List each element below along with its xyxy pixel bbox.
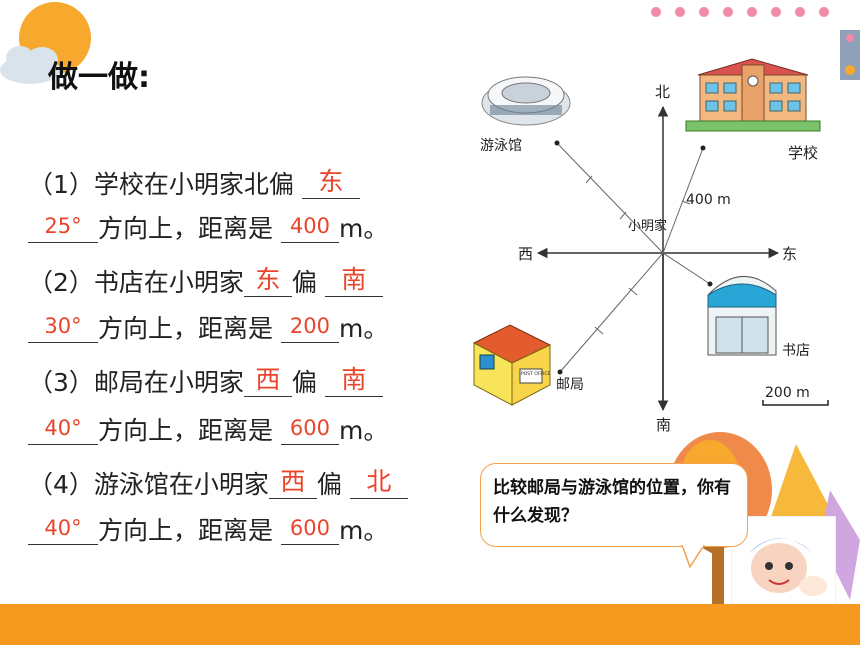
blank-direction-1[interactable]: 西	[243, 366, 292, 397]
pool-line	[556, 142, 664, 254]
blank-distance[interactable]: 600	[280, 414, 339, 445]
post-office-building-icon: POST OFFICE	[472, 324, 552, 406]
question-2-line-1: （2）书店在小明家东偏 南	[28, 266, 383, 300]
blank-direction-2[interactable]: 南	[324, 366, 383, 397]
question-4-line-1: （4）游泳馆在小明家西偏 北	[28, 468, 408, 502]
blank-distance[interactable]: 400	[280, 212, 339, 243]
west-label: 西	[518, 245, 533, 263]
question-1-line-1: （1）学校在小明家北偏 东	[28, 168, 360, 202]
hint-text: 比较邮局与游泳馆的位置，你有什么发现？	[493, 478, 731, 526]
center-label: 小明家	[628, 218, 667, 234]
page-title: 做一做:	[48, 60, 150, 95]
east-label: 东	[782, 245, 797, 263]
school-label: 学校	[788, 144, 818, 162]
question-3-line-1: （3）邮局在小明家西偏 南	[28, 366, 383, 400]
blank-angle[interactable]: 25°	[28, 212, 98, 243]
blank-direction-2[interactable]: 北	[349, 468, 408, 499]
blank-angle[interactable]: 30°	[28, 312, 98, 343]
direction-map: 北 南 东 西 小明家 400 m 学校 游泳馆 书店 邮局 200 m	[472, 58, 829, 434]
child-cartoon-image	[731, 516, 836, 612]
school-building-icon	[685, 58, 821, 132]
post-office-line	[559, 252, 664, 373]
bookstore-label: 书店	[782, 343, 810, 359]
blank-angle[interactable]: 40°	[28, 414, 98, 445]
scale-bar	[762, 400, 829, 406]
hint-speech-bubble: 比较邮局与游泳馆的位置，你有什么发现？	[480, 463, 748, 547]
bubble-tail	[681, 545, 705, 569]
blank-distance[interactable]: 600	[280, 514, 339, 545]
school-line	[662, 147, 704, 254]
school-distance-label: 400 m	[686, 192, 731, 208]
pool-label: 游泳馆	[480, 138, 522, 154]
bookstore-building-icon	[707, 276, 777, 356]
north-label: 北	[655, 83, 670, 101]
blank-distance[interactable]: 200	[280, 312, 339, 343]
blank-angle[interactable]: 40°	[28, 514, 98, 545]
blank-direction[interactable]: 东	[301, 168, 360, 199]
sun-cloud-decoration	[0, 2, 91, 84]
post-office-label: 邮局	[556, 377, 584, 393]
blank-direction-2[interactable]: 南	[324, 266, 383, 297]
blank-direction-1[interactable]: 西	[268, 468, 317, 499]
post-office-sign: POST OFFICE	[521, 371, 550, 377]
scale-label: 200 m	[765, 385, 810, 401]
south-label: 南	[656, 416, 671, 434]
pool-building-icon	[481, 76, 571, 126]
blank-direction-1[interactable]: 东	[243, 266, 292, 297]
bookstore-line	[662, 252, 711, 285]
bottom-bar	[0, 604, 860, 645]
dots-decoration	[651, 7, 860, 80]
